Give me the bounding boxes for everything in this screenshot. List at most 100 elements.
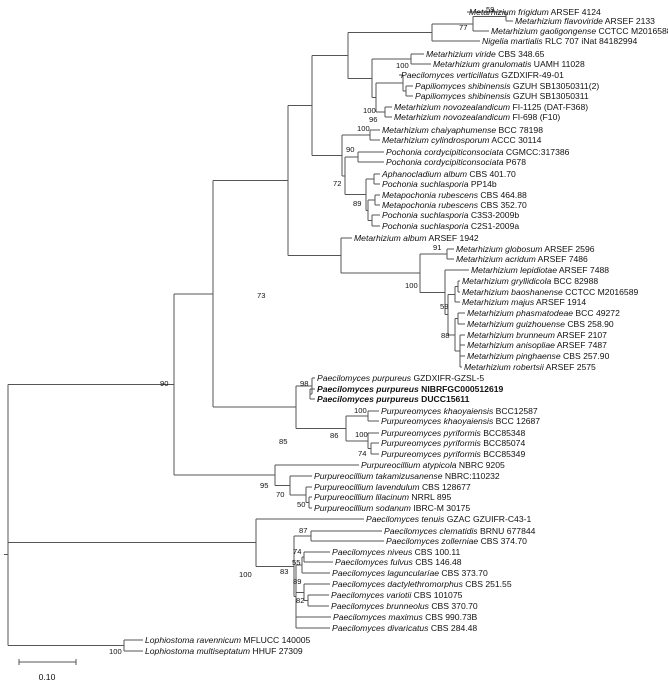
- taxon-label: Paecilomyces dactylethromorphus CBS 251.…: [332, 579, 512, 589]
- taxon-label: Metarhizium gryllidicola BCC 82988: [462, 276, 598, 286]
- scale-bar: 0.10: [18, 659, 77, 682]
- taxon-species: Metarhizium guizhouense: [467, 319, 565, 329]
- taxon-label: Metarhizium anisopliae ARSEF 7487: [467, 340, 607, 350]
- bootstrap-value: 73: [257, 291, 265, 300]
- taxon-species: Lophiostoma ravennicum: [145, 635, 241, 645]
- bootstrap-value: 86: [330, 431, 338, 440]
- taxon-species: Metapochonia rubescens: [382, 190, 479, 200]
- taxon-strain: CBS 401.70: [467, 169, 516, 179]
- taxon-label: Paecilomyces verticillatus GZDXIFR-49-01: [401, 70, 564, 80]
- taxon-label: Paecilomyces zollerniae CBS 374.70: [386, 536, 527, 546]
- bootstrap-value: 95: [260, 481, 268, 490]
- taxon-species: Metarhizium frigidum: [469, 7, 549, 17]
- bootstrap-value: 100: [355, 430, 368, 439]
- bootstrap-value: 100: [363, 106, 376, 115]
- taxon-label: Lophiostoma multiseptatum HHUF 27309: [145, 646, 303, 656]
- bootstrap-labels: 5977100961001009089729188591007398100741…: [109, 5, 494, 656]
- bootstrap-value: 90: [160, 379, 168, 388]
- bootstrap-value: 82: [296, 596, 304, 605]
- taxon-strain: CBS 284.48: [428, 623, 477, 633]
- taxon-label: Metarhizium pinghaense CBS 257.90: [467, 351, 610, 361]
- taxon-label: Paecilomyces maximus CBS 990.73B: [333, 612, 478, 622]
- taxon-label: Metarhizium frigidum ARSEF 4124: [469, 7, 601, 17]
- taxon-label: Metarhizium baoshanense CCTCC M2016589: [462, 287, 638, 297]
- taxon-labels: Metarhizium frigidum ARSEF 4124Metarhizi…: [145, 7, 668, 656]
- bootstrap-value: 87: [299, 526, 307, 535]
- taxon-species: Paecilomyces zollerniae: [386, 536, 478, 546]
- taxon-species: Paecilomyces maximus: [333, 612, 423, 622]
- taxon-label: Pochonia cordycipiticonsociata CGMCC:317…: [386, 147, 570, 157]
- bootstrap-value: 85: [279, 437, 287, 446]
- taxon-strain: CBS 373.70: [439, 568, 488, 578]
- taxon-label: Lophiostoma ravennicum MFLUCC 140005: [145, 635, 311, 645]
- bootstrap-value: 74: [293, 547, 301, 556]
- taxon-strain: GZDXIFR-49-01: [499, 70, 564, 80]
- taxon-species: Metarhizium robertsii: [464, 362, 545, 372]
- taxon-label: Paecilomyces fulvus CBS 146.48: [335, 557, 462, 567]
- taxon-species: Papiliomyces shibinensis: [415, 81, 511, 91]
- taxon-species: Pochonia suchlasporia: [382, 221, 469, 231]
- taxon-species: Paecilomyces purpureus: [317, 394, 419, 404]
- bootstrap-value: 91: [433, 243, 441, 252]
- taxon-label: Pochonia suchlasporia C2S1-2009a: [382, 221, 519, 231]
- bootstrap-value: 90: [346, 145, 354, 154]
- taxon-strain: CBS 101075: [411, 590, 462, 600]
- taxon-species: Paecilomyces brunneolus: [331, 601, 430, 611]
- taxon-label: Metarhizium acridum ARSEF 7486: [456, 254, 588, 264]
- bootstrap-value: 70: [276, 490, 284, 499]
- bootstrap-value: 59: [486, 5, 494, 14]
- taxon-species: Metarhizium flavoviride: [515, 16, 603, 26]
- taxon-species: Metarhizium chaiyaphumense: [382, 125, 496, 135]
- bootstrap-value: 88: [441, 331, 449, 340]
- taxon-label: Metarhizium granulomatis UAMH 11028: [433, 59, 585, 69]
- taxon-strain: ARSEF 4124: [549, 7, 601, 17]
- taxon-strain: CBS 464.88: [478, 190, 527, 200]
- taxon-label: Paecilomyces brunneolus CBS 370.70: [331, 601, 478, 611]
- taxon-species: Metarhizium majus: [462, 297, 535, 307]
- taxon-species: Purpureomyces pyriformis: [381, 449, 482, 459]
- taxon-species: Paecilomyces purpureus: [317, 373, 412, 383]
- bootstrap-value: 59: [440, 302, 448, 311]
- taxon-strain: BCC 49272: [573, 308, 620, 318]
- taxon-label: Paecilomyces divaricatus CBS 284.48: [332, 623, 477, 633]
- bootstrap-value: 89: [293, 577, 301, 586]
- taxon-label: Metarhizium flavoviride ARSEF 2133: [515, 16, 655, 26]
- taxon-label: Paecilomyces purpureus NIBRFGC000512619: [317, 384, 504, 394]
- taxon-label: Paecilomyces purpureus DUCC15611: [317, 394, 470, 404]
- taxon-species: Metarhizium novozealandicum: [394, 102, 510, 112]
- taxon-label: Metarhizium majus ARSEF 1914: [462, 297, 586, 307]
- taxon-label: Nigelia martialis RLC 707 iNat 84182994: [482, 36, 637, 46]
- taxon-strain: P678: [504, 157, 527, 167]
- taxon-strain: ARSEF 7488: [557, 265, 609, 275]
- taxon-strain: CBS 352.70: [478, 200, 527, 210]
- taxon-strain: PP14b: [468, 179, 496, 189]
- taxon-strain: CBS 100.11: [412, 547, 460, 557]
- taxon-species: Lophiostoma multiseptatum: [145, 646, 250, 656]
- taxon-strain: ARSEF 2575: [544, 362, 596, 372]
- taxon-species: Pochonia suchlasporia: [382, 179, 469, 189]
- bootstrap-value: 100: [396, 61, 409, 70]
- taxon-species: Metarhizium brunneum: [467, 330, 555, 340]
- taxon-label: Metarhizium lepidiotae ARSEF 7488: [471, 265, 609, 275]
- taxon-label: Papiliomyces shibinensis GZUH SB13050311: [415, 91, 589, 101]
- taxon-strain: IBRC-M 30175: [411, 503, 470, 513]
- taxon-species: Metarhizium viride: [426, 49, 496, 59]
- taxon-strain: BCC 12687: [493, 416, 540, 426]
- taxon-label: Metarhizium brunneum ARSEF 2107: [467, 330, 607, 340]
- taxon-species: Purpureocillium takamizusanense: [314, 471, 443, 481]
- taxon-label: Purpureomyces pyriformis BCC85349: [381, 449, 525, 459]
- taxon-strain: CCTCC M2016589: [563, 287, 639, 297]
- taxon-strain: GZUH SB13050311(2): [511, 81, 600, 91]
- taxon-label: Purpureocillium atypicola NBRC 9205: [361, 460, 505, 470]
- taxon-species: Paecilomyces clematidis: [384, 526, 478, 536]
- taxon-species: Paecilomyces fulvus: [335, 557, 414, 567]
- taxon-species: Purpureomyces khaoyaiensis: [381, 406, 494, 416]
- taxon-species: Papiliomyces shibinensis: [415, 91, 511, 101]
- bootstrap-value: 83: [280, 567, 288, 576]
- taxon-strain: ARSEF 1914: [534, 297, 586, 307]
- taxon-label: Purpureocillium lavendulum CBS 128677: [314, 482, 471, 492]
- taxon-species: Paecilomyces niveus: [332, 547, 413, 557]
- taxon-strain: NIBRFGC000512619: [419, 384, 504, 394]
- taxon-strain: MFLUCC 140005: [241, 635, 310, 645]
- taxon-strain: HHUF 27309: [250, 646, 303, 656]
